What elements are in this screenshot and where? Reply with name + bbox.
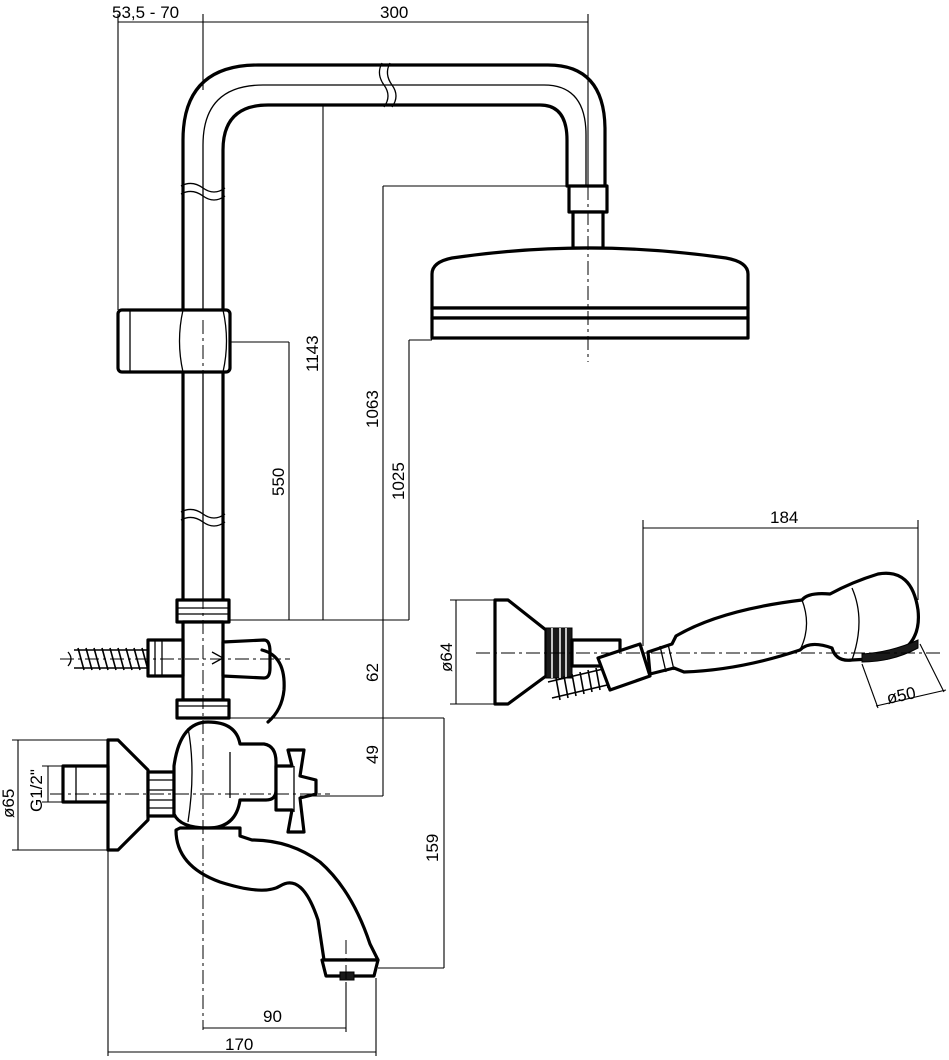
riser-slider [116,308,232,374]
dim-inlet-to-spout: 159 [423,834,442,862]
overhead-shower-head [430,184,750,362]
dimension-lines [12,14,947,1056]
dim-arm-length: 300 [380,3,408,22]
dim-height-head: 1063 [363,390,382,428]
diverter-connector [146,598,286,724]
dim-inlet-thread: G1/2" [27,769,46,812]
dim-valve-to-inlet: 49 [363,745,382,764]
dim-escutcheon-dia: ø65 [0,789,18,818]
dim-total-depth: 170 [225,1035,253,1054]
dim-spout-reach: 90 [263,1007,282,1026]
dim-handshower-holder-dia: ø64 [437,643,456,672]
dim-offset-range: 53,5 - 70 [112,3,179,22]
dim-height-total: 1143 [303,335,322,372]
dim-handshower-length: 184 [770,508,798,527]
bath-mixer-body [61,720,380,981]
dim-connector-to-valve: 62 [363,663,382,682]
hand-shower [493,571,921,706]
dim-slider-to-connector: 550 [269,468,288,496]
dim-handshower-head-dia: ø50 [885,683,918,708]
shower-riser-pipe [180,62,607,602]
dim-height-head-face: 1025 [389,462,408,500]
center-lines [50,320,940,1030]
